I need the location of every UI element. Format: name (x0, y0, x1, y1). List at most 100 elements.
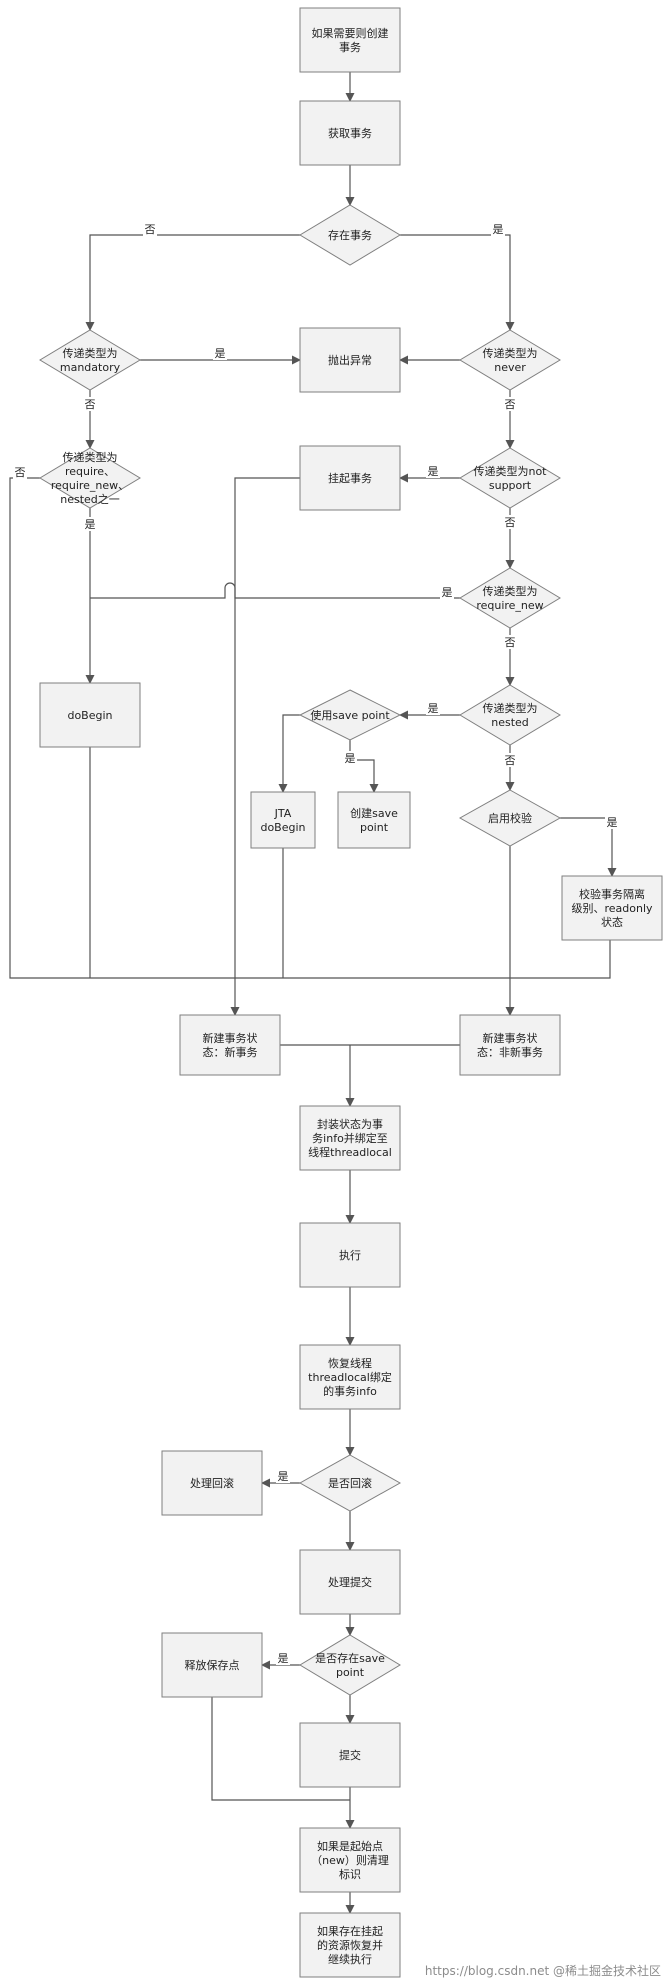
node-label: 态：新事务 (203, 1045, 258, 1059)
process-box (299, 7, 401, 73)
node-label: 传递类型为 (483, 584, 538, 598)
node-label: 状态 (601, 915, 623, 929)
decision-diamond (459, 684, 561, 746)
edge-label-bg (440, 585, 454, 599)
node-label: doBegin (260, 821, 305, 834)
edge-label-bg (605, 815, 619, 829)
node-enable-validation: 启用校验 (458, 789, 562, 847)
node-tx-exists: 存在事务 (299, 204, 401, 266)
process-box (299, 1912, 401, 1978)
process-box (299, 1549, 401, 1615)
node-label: doBegin (67, 709, 112, 722)
edge-label-bg (503, 635, 517, 649)
node-is-rollback: 是否回滚 (298, 1454, 402, 1512)
node-label: 继续执行 (328, 1952, 372, 1966)
connector-line (234, 588, 460, 599)
node-execute: 执行 (299, 1222, 401, 1288)
process-box (299, 445, 401, 511)
edge-label-bg (276, 1469, 290, 1483)
edge-label-yes: 是 (278, 1470, 289, 1483)
edge-label-yes: 是 (85, 518, 96, 531)
node-label: require_new (476, 599, 543, 612)
edge-label-bg (503, 397, 517, 411)
edge-label-no: 否 (145, 223, 156, 236)
node-label: 获取事务 (328, 127, 372, 140)
node-label: threadlocal绑定 (308, 1370, 392, 1384)
connector-line (400, 234, 515, 331)
node-label: 的事务info (323, 1384, 377, 1398)
decision-diamond (459, 567, 561, 629)
node-label: 封装状态为事 (317, 1117, 383, 1131)
node-label: （new）则清理 (311, 1854, 389, 1867)
node-label: 是否回滚 (328, 1476, 372, 1490)
edge-label-yes: 是 (345, 752, 356, 765)
node-label: require、 (65, 465, 115, 478)
node-label: 使用save point (310, 709, 390, 722)
edge-label-yes: 是 (215, 347, 226, 360)
edge-label-yes: 是 (278, 1652, 289, 1665)
edge-label-yes: 是 (442, 586, 453, 599)
edge-label-bg (276, 1651, 290, 1665)
node-label: 新建事务状 (203, 1031, 258, 1045)
process-box (161, 1632, 263, 1698)
node-label: 如果存在挂起 (317, 1924, 383, 1938)
decision-diamond (299, 1634, 401, 1696)
edge-label-no: 否 (505, 754, 516, 767)
node-label: never (494, 361, 526, 374)
edge-label-bg (426, 701, 440, 715)
process-box (250, 791, 316, 849)
edge-label-bg (83, 397, 97, 411)
edge-label-yes: 是 (493, 223, 504, 236)
node-label: 提交 (339, 1748, 361, 1762)
watermark: https://blog.csdn.net @稀土掘金技术社区 (424, 1964, 661, 1978)
node-label: 级别、readonly (571, 902, 653, 915)
decision-diamond (39, 329, 141, 391)
node-label: point (336, 1666, 365, 1679)
connector-line (211, 1697, 350, 1801)
process-box (299, 1827, 401, 1893)
connector-hop (224, 582, 236, 589)
node-commit: 提交 (299, 1722, 401, 1788)
node-label: 挂起事务 (328, 471, 372, 485)
process-box (561, 875, 663, 941)
edge-label-bg (143, 222, 157, 236)
node-label: 创建save (350, 806, 398, 820)
process-box (299, 327, 401, 393)
node-label: 处理提交 (328, 1575, 372, 1589)
decision-diamond (298, 1454, 402, 1512)
node-handle-rollback: 处理回滚 (161, 1450, 263, 1516)
edge-label-no: 否 (15, 466, 26, 479)
edge-label-no: 否 (85, 398, 96, 411)
node-label: 启用校验 (488, 811, 532, 825)
decision-diamond (459, 447, 561, 509)
node-label: 是否存在save (315, 1651, 385, 1665)
node-label: 抛出异常 (328, 353, 372, 367)
node-label: 务info并绑定至 (312, 1131, 388, 1145)
process-box (299, 100, 401, 166)
decision-diamond (459, 329, 561, 391)
node-label: 如果需要则创建 (312, 26, 389, 40)
edge-label-yes: 是 (428, 465, 439, 478)
edge-label-no: 否 (505, 516, 516, 529)
edge-label-no: 否 (505, 636, 516, 649)
process-box (299, 1105, 401, 1171)
node-release-savepoint: 释放保存点 (161, 1632, 263, 1698)
node-label: 释放保存点 (185, 1658, 240, 1672)
decision-diamond (299, 204, 401, 266)
node-get-tx: 获取事务 (299, 100, 401, 166)
node-label: 传递类型为 (483, 701, 538, 715)
node-label: 事务 (339, 41, 361, 54)
edge-label-yes: 是 (607, 816, 618, 829)
node-label: 新建事务状 (483, 1031, 538, 1045)
decision-diamond (39, 447, 141, 509)
node-label: require_new、 (51, 479, 129, 492)
